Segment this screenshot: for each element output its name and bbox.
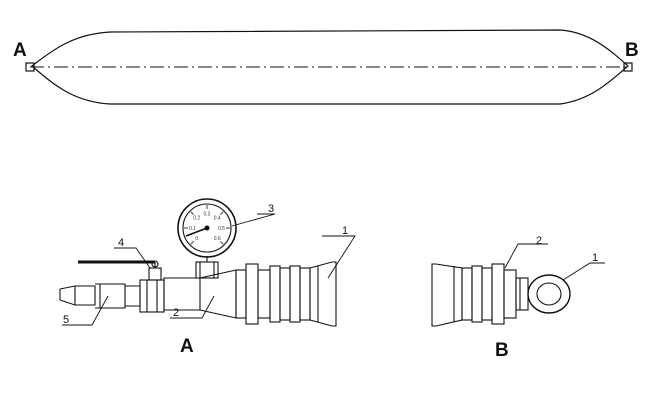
gauge-tick-mark [220,241,224,245]
gauge-tick-label: 0.2 [193,216,200,222]
gauge-tick-mark [220,211,224,215]
gauge-tick-mark [190,241,194,245]
view-a-label: A [180,336,194,357]
end-a-label: A [13,40,27,61]
gauge-tick-label: 0.5 [218,226,225,232]
gauge-ticks: 0 0.1 0.2 0.30.4 0.5 0.6 [184,205,230,245]
callout-a-3: 3 [268,203,274,215]
callout-b-2: 2 [536,235,542,247]
callout-a-1: 1 [342,225,348,237]
callout-a-5: 5 [63,314,69,326]
pressure-gauge: 0 0.1 0.2 0.30.4 0.5 0.6 [177,198,237,258]
gauge-tick-label: 0.1 [189,226,196,232]
plug-b-cone [431,263,463,327]
callout-a-2: 2 [173,307,179,319]
gauge-tick-label: 0.3 [204,211,211,217]
view-a-assembly: 0 0.1 0.2 0.30.4 0.5 0.6 [59,198,337,327]
gauge-tick-label: 0.4 [214,216,221,222]
end-a-fitting [25,62,35,72]
view-b-leaders [504,243,605,281]
airbag-body: A B [13,29,639,105]
ball-valve [78,260,165,313]
gauge-tick-label: 0 [195,236,198,242]
callout-b-1: 1 [592,252,598,264]
airbag-outline [31,29,629,105]
end-b-label: B [625,40,639,61]
lifting-eye-ring [527,274,571,314]
gauge-tick-label: 0.6 [214,236,221,242]
end-b-fitting [623,62,633,72]
view-a-leaders [62,213,356,326]
plug-cone [309,261,337,327]
view-b-label: B [495,340,509,361]
gauge-tick-mark [190,211,194,215]
hose-barb [59,283,141,309]
view-b-assembly [431,263,571,327]
callout-a-4: 4 [118,237,124,249]
gauge-needle [185,227,208,237]
corrugated-collar [235,263,311,325]
